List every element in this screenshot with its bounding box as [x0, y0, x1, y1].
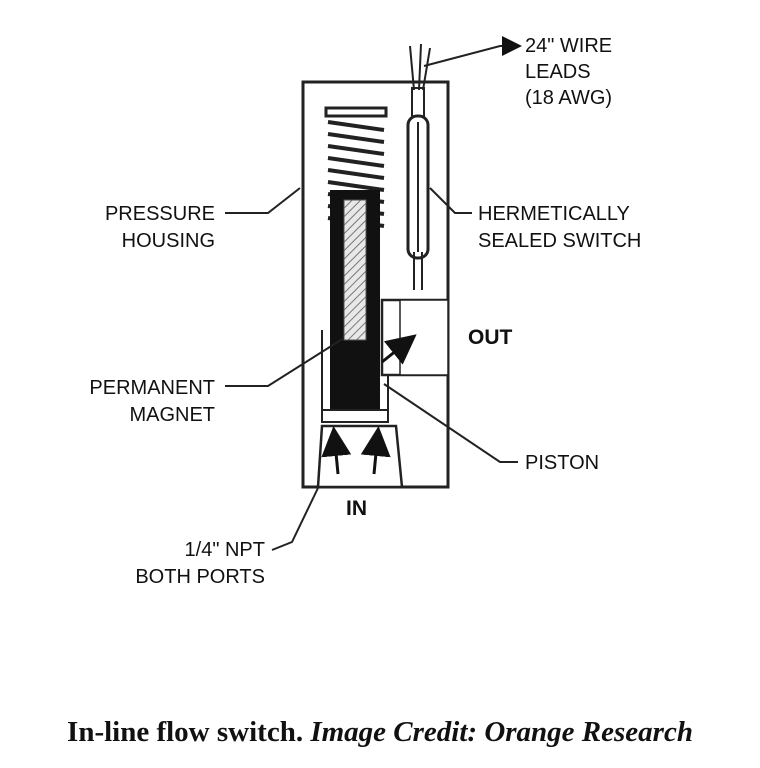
- figure-caption: In-line flow switch. Image Credit: Orang…: [0, 716, 760, 749]
- label-out: OUT: [468, 326, 513, 349]
- label-magnet-2: MAGNET: [129, 404, 215, 426]
- leader-lines: [225, 36, 522, 551]
- label-switch-2: SEALED SWITCH: [478, 230, 641, 252]
- label-ports-2: BOTH PORTS: [135, 566, 265, 588]
- label-wire-leads-1: 24" WIRE: [525, 35, 612, 57]
- permanent-magnet: [343, 199, 367, 341]
- label-piston: PISTON: [525, 452, 599, 474]
- label-switch-1: HERMETICALLY: [478, 203, 630, 225]
- wire-leads: [409, 43, 431, 91]
- label-wire-leads-2: LEADS: [525, 61, 591, 83]
- reed-switch: [406, 87, 430, 290]
- label-ports-1: 1/4" NPT: [185, 539, 265, 561]
- inlet-port: [316, 424, 404, 489]
- outlet-port: [380, 298, 450, 377]
- flow-switch-diagram: 24" WIRE LEADS (18 AWG) PRESSURE HOUSING…: [89, 35, 641, 588]
- label-magnet-1: PERMANENT: [89, 377, 215, 399]
- label-housing-2: HOUSING: [122, 230, 215, 252]
- caption-credit: Image Credit: Orange Research: [310, 716, 693, 748]
- label-in: IN: [346, 497, 367, 520]
- label-housing-1: PRESSURE: [105, 203, 215, 225]
- caption-main: In-line flow switch.: [67, 716, 304, 748]
- label-wire-leads-3: (18 AWG): [525, 87, 612, 109]
